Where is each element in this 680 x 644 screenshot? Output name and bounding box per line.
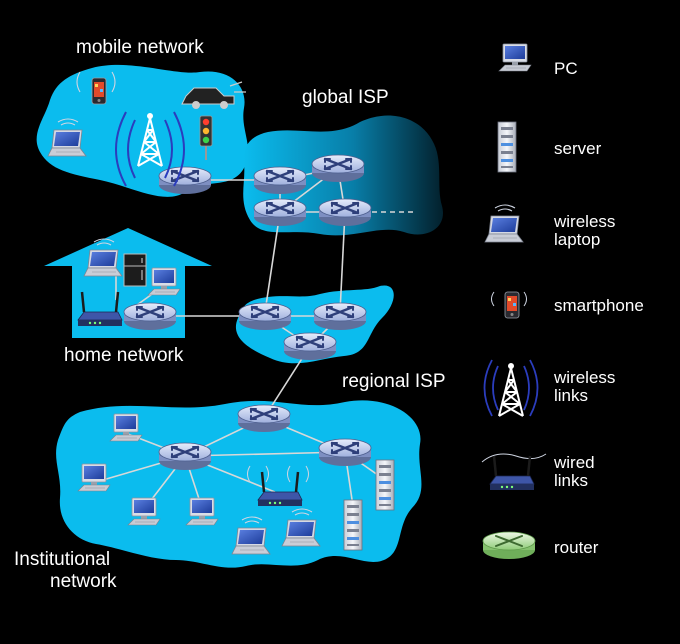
home-pc-icon bbox=[147, 267, 181, 296]
home-network-label: home network bbox=[64, 345, 184, 366]
pc-icon bbox=[185, 497, 219, 526]
smartphone-icon bbox=[504, 291, 520, 319]
legend-server-label: server bbox=[554, 139, 602, 158]
server-icon bbox=[375, 459, 395, 511]
wireless-links-icon bbox=[483, 359, 539, 417]
router-global-isp-3 bbox=[252, 197, 308, 228]
router-regional-isp-1 bbox=[237, 301, 293, 332]
router-mobile-edge bbox=[157, 165, 213, 196]
router-institutional-3 bbox=[317, 437, 373, 468]
legend-wireless-links-label-1: wireless bbox=[554, 368, 616, 387]
global-isp-label: global ISP bbox=[302, 87, 389, 108]
signal-waves-icon bbox=[247, 465, 309, 483]
router-global-isp-1 bbox=[252, 165, 308, 196]
regional-isp-label: regional ISP bbox=[342, 371, 446, 392]
wired-links-icon bbox=[481, 453, 547, 492]
institutional-network-label-line2: network bbox=[50, 571, 117, 592]
refrigerator-icon bbox=[123, 253, 147, 287]
mobile-network-label: mobile network bbox=[76, 37, 204, 58]
legend-wired-links-label-2: links bbox=[554, 471, 589, 490]
pc-icon bbox=[498, 43, 532, 72]
smartphone-icon bbox=[91, 77, 107, 105]
pc-icon bbox=[77, 463, 111, 492]
legend-pc-label: PC bbox=[554, 59, 578, 78]
router-institutional-1 bbox=[236, 403, 292, 434]
wireless-laptop-icon bbox=[484, 204, 524, 243]
signal-waves-icon bbox=[491, 291, 527, 307]
router-icon bbox=[482, 531, 536, 559]
traffic-light-icon bbox=[199, 115, 213, 160]
legend-wireless-laptop-label-2: laptop bbox=[554, 230, 601, 249]
legend-wired-links-label-1: wired bbox=[554, 453, 595, 472]
server-icon bbox=[343, 499, 363, 551]
car-icon bbox=[181, 81, 246, 109]
server-icon bbox=[497, 121, 517, 173]
router-global-isp-2 bbox=[310, 153, 366, 184]
router-regional-isp-2 bbox=[312, 301, 368, 332]
router-global-isp-4 bbox=[317, 197, 373, 228]
legend-wireless-links-label-2: links bbox=[554, 386, 589, 405]
router-regional-isp-3 bbox=[282, 331, 338, 362]
legend-router-label: router bbox=[554, 538, 599, 557]
router-home bbox=[122, 301, 178, 332]
legend-wireless-laptop-label-1: wireless bbox=[554, 212, 616, 231]
signal-waves-icon bbox=[76, 71, 116, 93]
cell-tower-icon bbox=[115, 111, 185, 187]
legend-smartphone-label: smartphone bbox=[554, 296, 644, 315]
pc-icon bbox=[127, 497, 161, 526]
router-institutional-2 bbox=[157, 441, 213, 472]
pc-icon bbox=[109, 413, 143, 442]
institutional-network-label-line1: Institutional bbox=[14, 549, 111, 570]
